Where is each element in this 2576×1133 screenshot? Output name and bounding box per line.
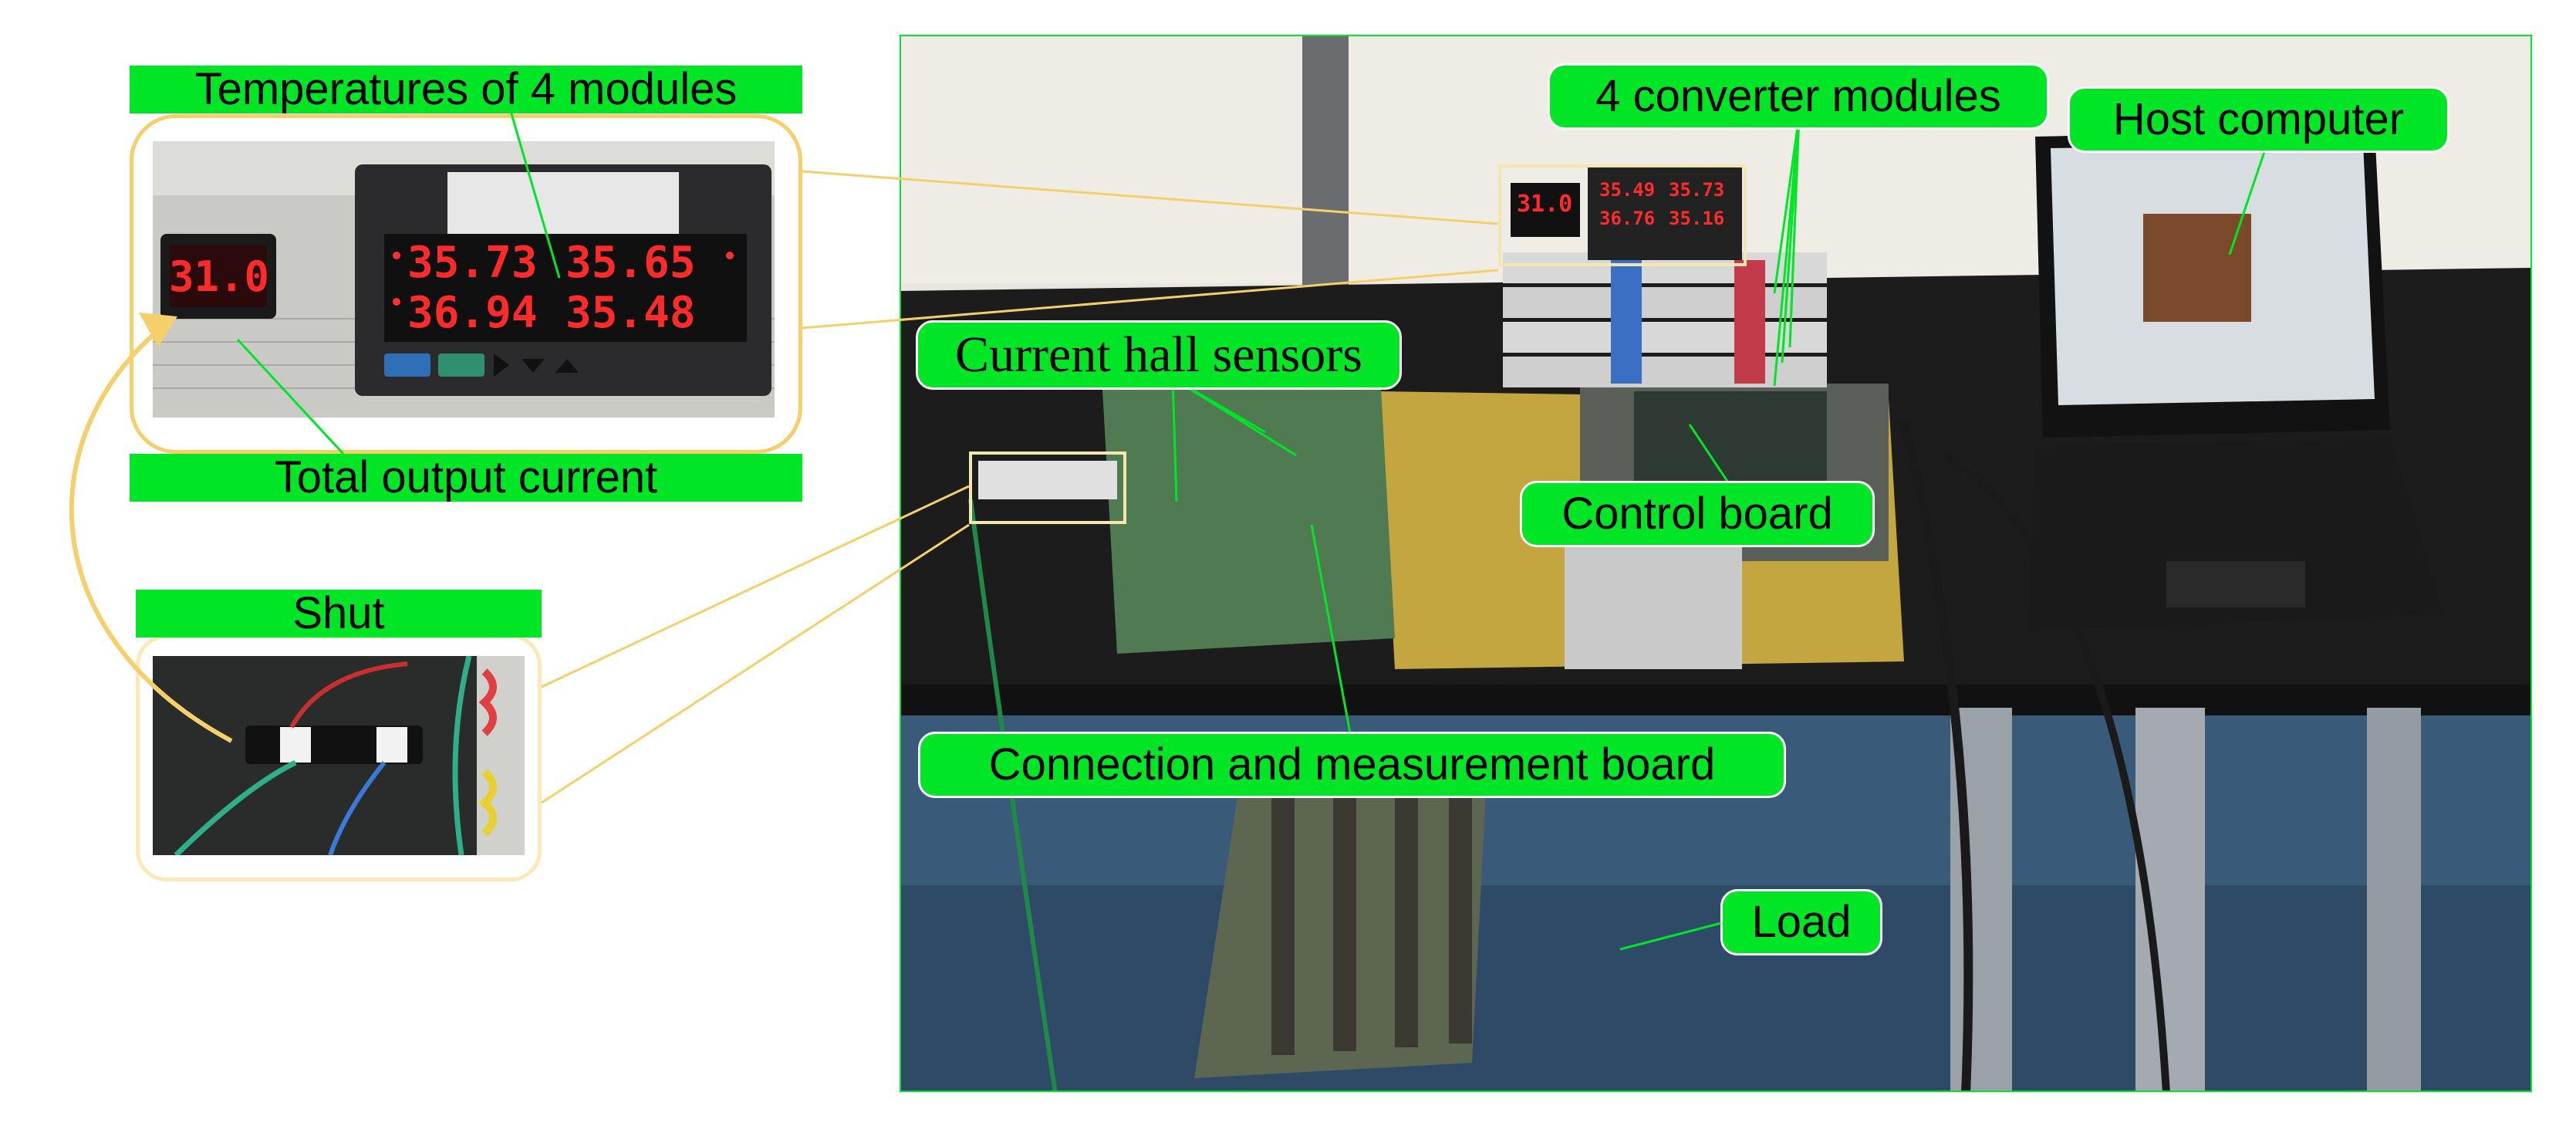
shunt-label: Shut — [136, 590, 542, 638]
connection-measurement-board-label: Connection and measurement board — [918, 732, 1786, 798]
small-temperature-readout-2: 35.73 — [1669, 179, 1725, 201]
temperatures-label: Temperatures of 4 modules — [130, 66, 802, 113]
temperature-readout-1: 35.73 — [407, 238, 538, 288]
temperature-readout-3: 36.94 — [407, 288, 538, 338]
meter-closeup-photo: 31.0 35.73 35.65 36.94 35.48 — [153, 141, 775, 418]
control-board-label: Control board — [1520, 481, 1875, 547]
small-temperature-readout-1: 35.49 — [1599, 179, 1656, 201]
host-computer-label: Host computer — [2068, 86, 2449, 153]
small-temperature-readout-3: 36.76 — [1599, 208, 1656, 229]
test-bench-photo: 31.0 35.49 35.73 36.76 35.16 — [900, 35, 2532, 1092]
small-current-readout: 31.0 — [1517, 191, 1573, 218]
small-temperature-readout-4: 35.16 — [1669, 208, 1725, 229]
shunt-closeup-photo — [153, 656, 525, 855]
total-output-current-label: Total output current — [130, 454, 802, 502]
converter-modules-label: 4 converter modules — [1548, 63, 2049, 130]
load-label: Load — [1720, 889, 1882, 955]
current-hall-sensors-label: Current hall sensors — [916, 320, 1402, 390]
temperature-readout-2: 35.65 — [566, 238, 696, 288]
meter-callout-frame — [130, 114, 802, 454]
temperature-readout-4: 35.48 — [566, 288, 696, 338]
total-current-readout: 31.0 — [168, 252, 270, 301]
